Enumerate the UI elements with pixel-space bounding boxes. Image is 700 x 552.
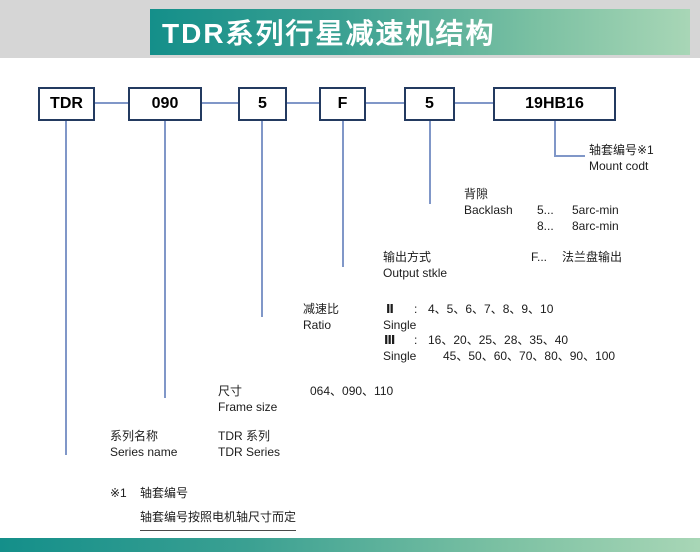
mount-connector-stub (554, 155, 585, 157)
code-box-frame: 090 (128, 87, 202, 121)
series-value-en: TDR Series (218, 445, 281, 459)
drop-line-frame (164, 121, 166, 398)
series-label-en: Series name (110, 445, 178, 459)
ratio-stage3-colon: : (414, 333, 418, 347)
output-opt-value: 法兰盘输出 (562, 250, 623, 264)
header-bar: TDR系列行星减速机结构 (150, 9, 690, 55)
drop-line-backlash (429, 121, 431, 204)
backlash-opt2-code: 8... (537, 219, 554, 233)
drop-line-mount (554, 121, 556, 157)
code-box-output-text: F (337, 95, 348, 112)
footnote-desc: 轴套编号按照电机轴尺寸而定 (140, 510, 297, 531)
frame-values: 064、090、110 (310, 384, 394, 398)
frame-label-zh: 尺寸 (218, 384, 243, 398)
ratio-stage3-values-cont: 45、50、60、70、80、90、100 (443, 349, 616, 363)
mount-label-en: Mount codt (589, 159, 649, 173)
ratio-label-en: Ratio (303, 318, 332, 332)
output-opt-code: F... (531, 250, 548, 264)
code-box-series: TDR (38, 87, 95, 121)
ratio-stage2-colon: : (414, 302, 418, 316)
output-label-en: Output stkle (383, 266, 448, 280)
ratio-label-zh: 减速比 (303, 302, 340, 316)
output-label-zh: 输出方式 (383, 250, 432, 264)
connector-output-backlash (366, 102, 404, 104)
connector-series-frame (95, 102, 128, 104)
code-box-output: F (319, 87, 366, 121)
backlash-opt1-code: 5... (537, 203, 554, 217)
drop-line-series (65, 121, 67, 455)
backlash-opt2-value: 8arc-min (572, 219, 619, 233)
series-label-zh: 系列名称 (110, 429, 159, 443)
page-title: TDR系列行星减速机结构 (162, 18, 496, 49)
code-box-mount: 19HB16 (493, 87, 616, 121)
ratio-stage3-values: 16、20、25、28、35、40 (428, 333, 569, 347)
code-box-backlash-text: 5 (425, 95, 434, 112)
footnote-title: 轴套编号 (140, 486, 189, 500)
frame-label-en: Frame size (218, 400, 278, 414)
code-box-mount-text: 19HB16 (525, 95, 584, 112)
drop-line-output (342, 121, 344, 267)
drop-line-ratio (261, 121, 263, 317)
backlash-label-en: Backlash (464, 203, 513, 217)
connector-ratio-output (287, 102, 319, 104)
ratio-stage3-word: Single (383, 349, 417, 363)
code-box-ratio-text: 5 (258, 95, 267, 112)
ratio-stage2-word: Single (383, 318, 417, 332)
code-box-frame-text: 090 (151, 95, 179, 112)
connector-frame-ratio (202, 102, 238, 104)
mount-label-zh: 轴套编号※1 (589, 143, 654, 157)
ratio-stage2-values: 4、5、6、7、8、9、10 (428, 302, 554, 316)
bottom-bar (0, 538, 700, 552)
code-box-series-text: TDR (50, 95, 83, 112)
series-value-zh: TDR 系列 (218, 429, 270, 443)
backlash-label-zh: 背隙 (464, 187, 489, 201)
code-box-ratio: 5 (238, 87, 287, 121)
ratio-stage3-numeral: Ⅲ (384, 333, 396, 347)
ratio-stage2-numeral: Ⅱ (386, 302, 394, 316)
footnote-mark: ※1 (110, 486, 127, 500)
connector-backlash-mount (455, 102, 493, 104)
code-box-backlash: 5 (404, 87, 455, 121)
backlash-opt1-value: 5arc-min (572, 203, 619, 217)
